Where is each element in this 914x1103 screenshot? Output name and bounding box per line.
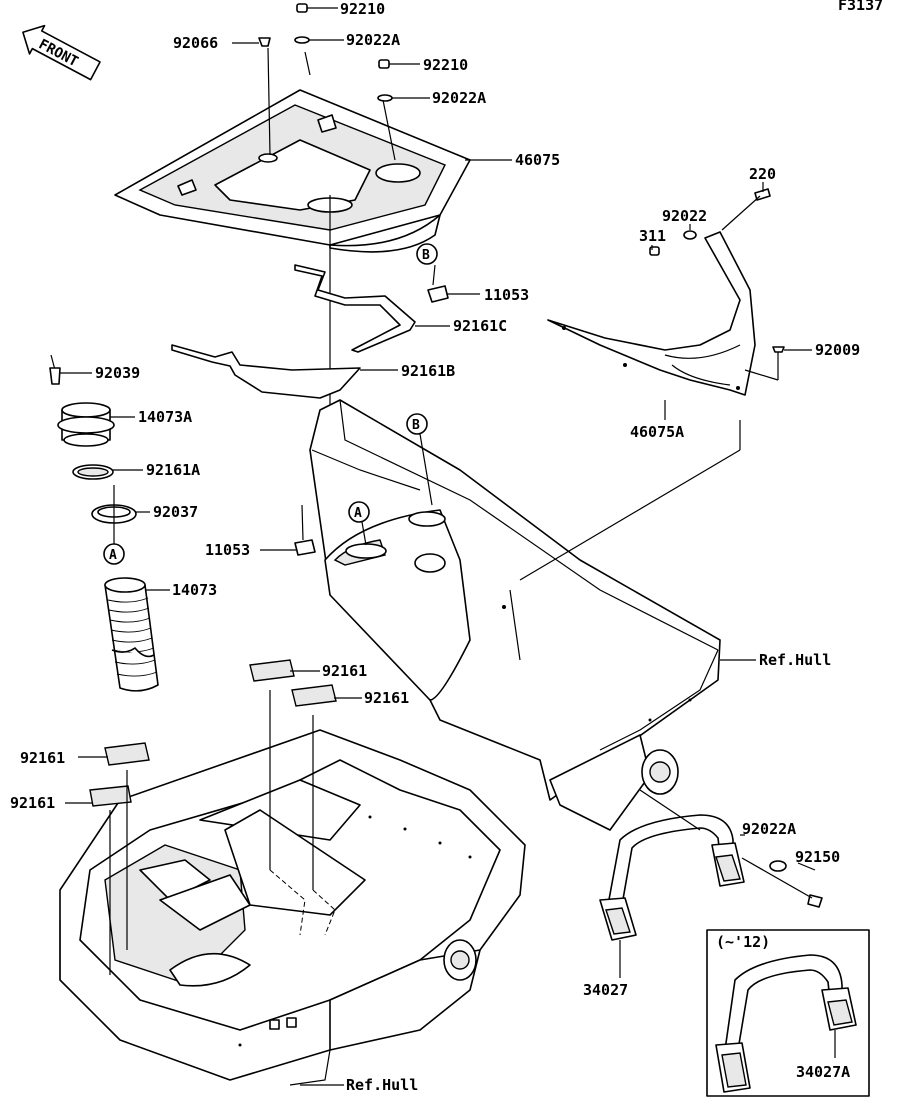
washer-92022A-mid-icon	[377, 94, 393, 102]
marker-b-upper-label: B	[422, 248, 430, 263]
label-14073: 14073	[172, 581, 217, 599]
hull-deck-upper	[309, 399, 721, 831]
washer-92022-icon	[683, 230, 697, 240]
pad-92161-c	[104, 742, 150, 766]
label-92150: 92150	[795, 848, 840, 866]
marker-a-mid-label: A	[354, 506, 362, 521]
label-92022A-top: 92022A	[346, 31, 400, 49]
gasket-92161B	[171, 344, 361, 399]
label-92161B: 92161B	[401, 362, 455, 380]
nut-311-icon	[649, 246, 660, 256]
label-92161-b: 92161	[364, 689, 409, 707]
label-92066: 92066	[173, 34, 218, 52]
bolt-92210-mid-icon	[378, 59, 390, 69]
label-92037: 92037	[153, 503, 198, 521]
hull-lower	[59, 729, 526, 1086]
marker-b-upper	[416, 243, 438, 265]
label-220: 220	[749, 165, 776, 183]
label-34027A: 34027A	[796, 1063, 850, 1081]
clip-11053-right-icon	[427, 285, 449, 303]
filler-hose-14073	[104, 577, 159, 692]
pad-92161-d	[89, 785, 132, 807]
label-ref-hull-lower: Ref.Hull	[346, 1076, 418, 1094]
label-14073A: 14073A	[138, 408, 192, 426]
label-inset-note: (~'12)	[716, 933, 770, 951]
grab-handle-34027A	[715, 954, 857, 1093]
storage-cover-46075	[114, 89, 471, 253]
label-46075: 46075	[515, 151, 560, 169]
label-92161A: 92161A	[146, 461, 200, 479]
label-92161-a: 92161	[322, 662, 367, 680]
part-labels: 92210 92066 92022A 92210 92022A 46075 11…	[10, 0, 860, 1094]
bolt-92210-top-icon	[296, 3, 308, 13]
label-92210-mid: 92210	[423, 56, 468, 74]
label-92009: 92009	[815, 341, 860, 359]
marker-b-lower-label: B	[412, 418, 420, 433]
label-11053-left: 11053	[205, 541, 250, 559]
marker-a-mid	[348, 501, 370, 523]
label-311: 311	[639, 227, 666, 245]
marker-a-left-label: A	[109, 548, 117, 563]
label-46075A: 46075A	[630, 423, 684, 441]
gasket-92161C	[294, 264, 416, 353]
cover-46075A	[547, 231, 756, 396]
front-arrow-icon: FRONT	[22, 24, 101, 81]
label-92022A-low: 92022A	[742, 820, 796, 838]
washer-92022A-low-icon	[769, 860, 787, 872]
label-92022: 92022	[662, 207, 707, 225]
screw-92039-icon	[49, 354, 61, 385]
screw-92009-icon	[772, 346, 785, 360]
pad-92161-b	[291, 684, 337, 707]
label-92161-d: 92161	[10, 794, 55, 812]
screw-92066-icon	[258, 37, 271, 47]
label-92210-top: 92210	[340, 0, 385, 18]
label-34027: 34027	[583, 981, 628, 999]
filler-neck-14073A	[57, 402, 115, 447]
label-92161-c: 92161	[20, 749, 65, 767]
pad-92161-a	[249, 659, 295, 682]
label-92022A-mid: 92022A	[432, 89, 486, 107]
grab-handle-34027	[599, 814, 745, 941]
clip-11053-left-icon	[294, 504, 316, 556]
figure-code: F3137	[838, 0, 883, 14]
label-ref-hull-upper: Ref.Hull	[759, 651, 831, 669]
marker-b-lower	[406, 413, 428, 435]
label-92161C: 92161C	[453, 317, 507, 335]
label-11053-right: 11053	[484, 286, 529, 304]
washer-92022A-top-icon	[294, 36, 310, 44]
leader-lines	[60, 7, 836, 1086]
label-92039: 92039	[95, 364, 140, 382]
